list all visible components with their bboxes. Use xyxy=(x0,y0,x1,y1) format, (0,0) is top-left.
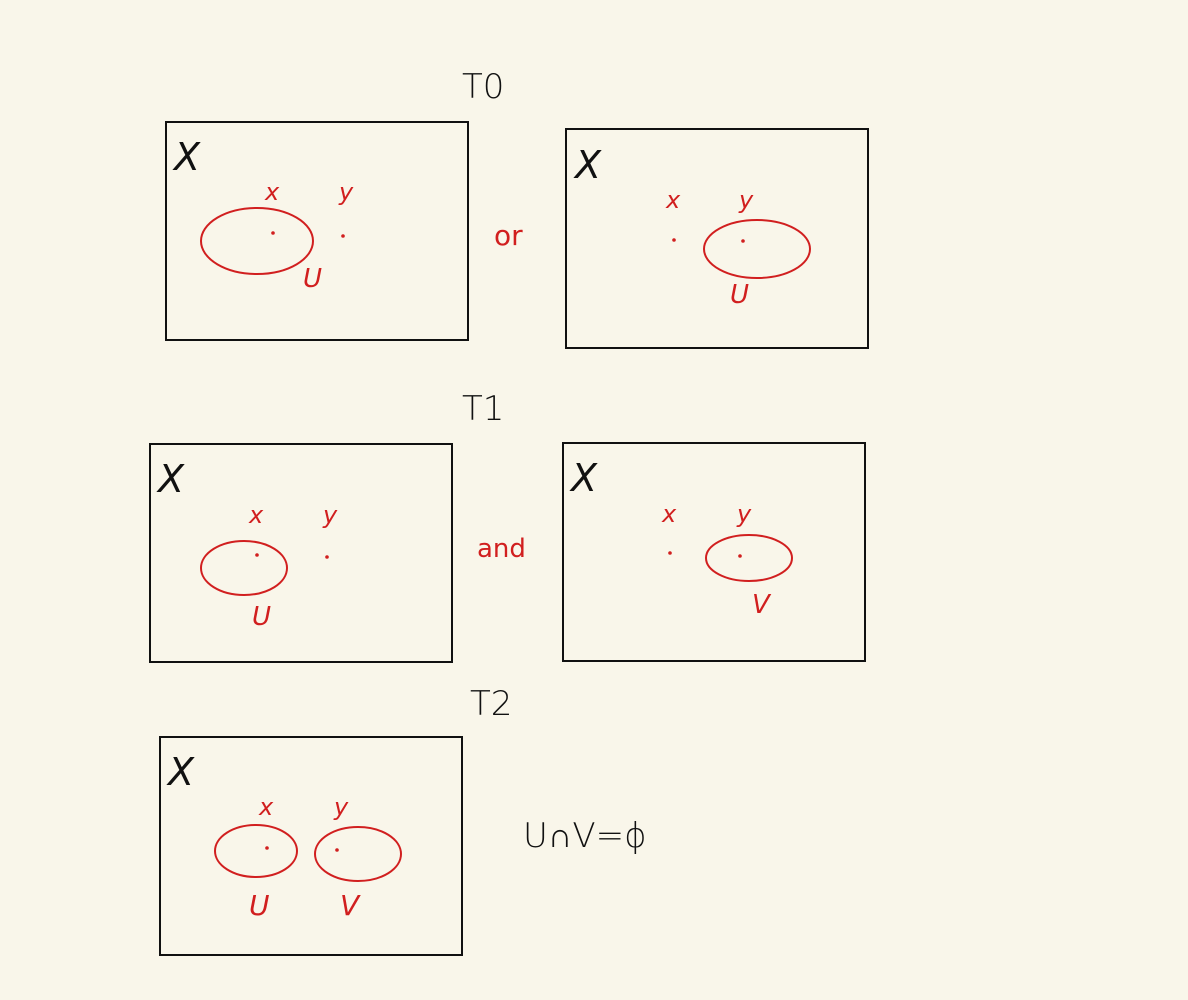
point-x xyxy=(271,231,275,235)
point-x-label: x xyxy=(264,178,280,206)
space-label: X xyxy=(166,750,195,794)
open-set-u-label: U xyxy=(303,264,322,294)
point-x-label: x xyxy=(258,793,274,821)
space-label: X xyxy=(569,456,598,500)
t2-condition: U∩V=ϕ xyxy=(523,816,647,856)
point-x-label: x xyxy=(665,186,681,214)
t0-left-panel: X x y U xyxy=(165,121,469,341)
space-boundary xyxy=(159,736,463,956)
space-boundary xyxy=(149,443,453,663)
open-set-v xyxy=(705,534,793,582)
point-x xyxy=(668,551,672,555)
open-set-v-label: V xyxy=(340,889,361,922)
t1-section: T1 X x y U and X x y V xyxy=(149,389,866,663)
open-set-u xyxy=(200,540,288,596)
point-x xyxy=(672,238,676,242)
point-y xyxy=(738,554,742,558)
point-y xyxy=(335,848,339,852)
open-set-u-label: U xyxy=(249,889,270,922)
point-y xyxy=(341,234,345,238)
t0-heading: T0 xyxy=(462,67,504,107)
space-label: X xyxy=(573,143,602,187)
open-set-v-label: V xyxy=(752,590,772,620)
point-x-label: x xyxy=(248,501,264,529)
point-y-label: y xyxy=(738,186,754,214)
space-label: X xyxy=(156,457,185,501)
space-label: X xyxy=(172,135,201,179)
t0-section: T0 X x y U or X x y U xyxy=(165,67,869,349)
t0-connector: or xyxy=(494,219,523,252)
point-y xyxy=(741,239,745,243)
t0-right-panel: X x y U xyxy=(565,128,869,349)
open-set-u xyxy=(214,824,298,878)
t1-left-panel: X x y U xyxy=(149,443,453,663)
space-boundary xyxy=(562,442,866,662)
open-set-v xyxy=(314,826,402,882)
point-y-label: y xyxy=(322,501,338,529)
open-set-u-label: U xyxy=(252,602,271,632)
t2-heading: T2 xyxy=(470,684,512,724)
point-y-label: y xyxy=(333,793,349,821)
space-boundary xyxy=(165,121,469,341)
t1-right-panel: X x y V xyxy=(562,442,866,662)
open-set-u xyxy=(200,207,314,275)
t1-heading: T1 xyxy=(462,389,504,429)
t2-panel: X x y U V xyxy=(159,736,463,956)
t2-section: T2 X x y U V U∩V=ϕ xyxy=(159,684,647,956)
point-x xyxy=(255,553,259,557)
point-y-label: y xyxy=(338,178,354,206)
open-set-u-label: U xyxy=(730,280,749,310)
space-boundary xyxy=(565,128,869,349)
open-set-u xyxy=(703,219,811,279)
point-y-label: y xyxy=(736,500,752,528)
point-y xyxy=(325,555,329,559)
point-x-label: x xyxy=(661,500,677,528)
point-x xyxy=(265,846,269,850)
t1-connector: and xyxy=(477,534,526,564)
